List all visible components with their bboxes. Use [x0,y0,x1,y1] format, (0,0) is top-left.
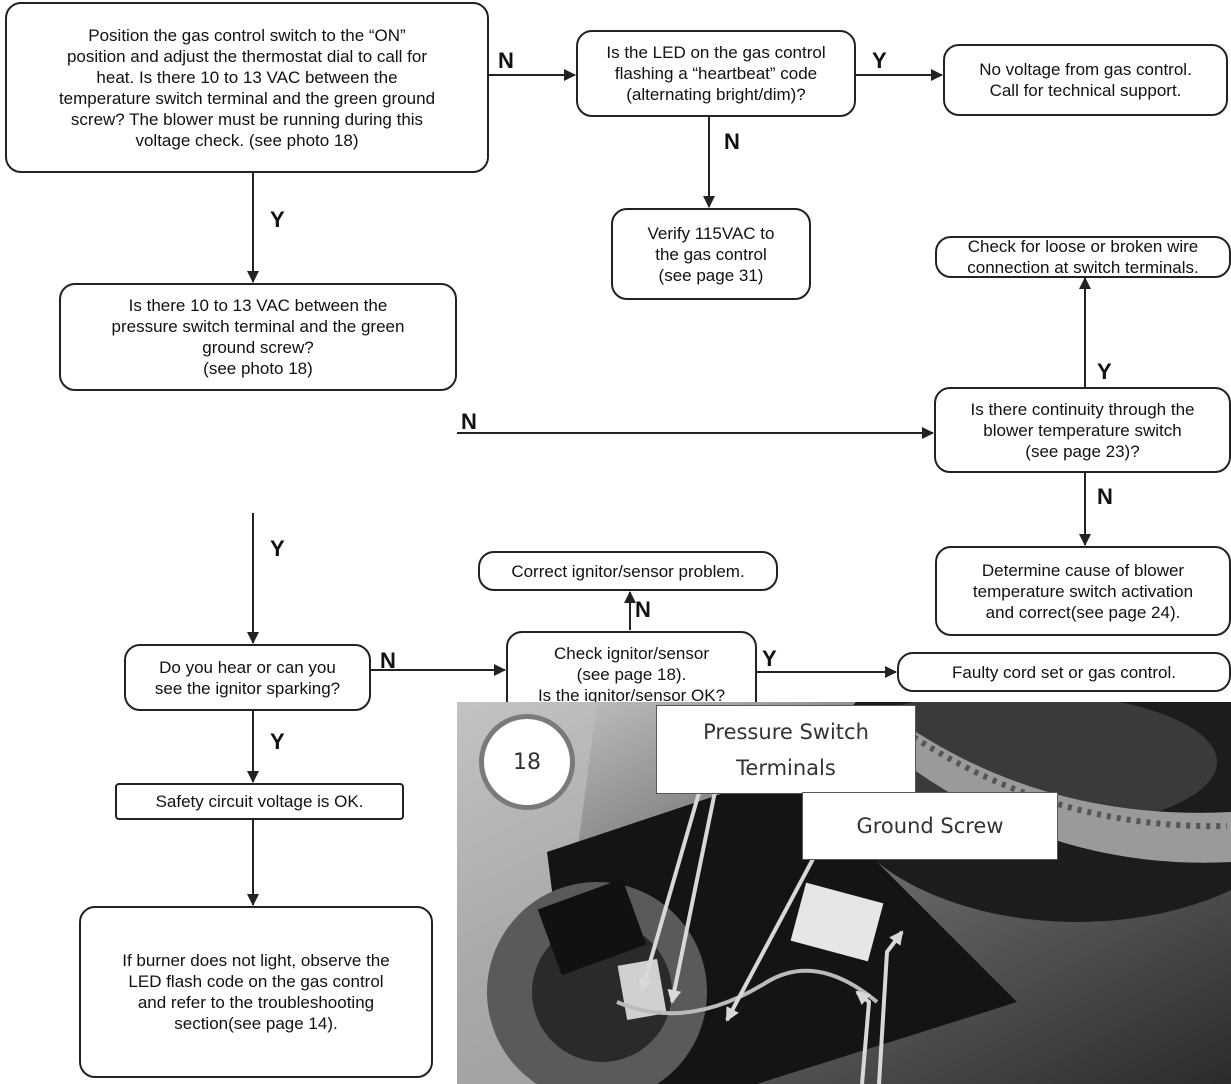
node-burner: If burner does not light, observe the LE… [79,906,433,1078]
label-continuity-to-determine: N [1097,484,1113,509]
label-led-to-verify: N [724,129,740,154]
photo-number-badge: 18 [479,714,575,810]
label-pressure-to-spark: Y [270,536,285,561]
node-verify-115vac-text: Verify 115VAC to the gas control (see pa… [647,223,775,285]
node-pressure-switch-text: Is there 10 to 13 VAC between the pressu… [111,296,405,378]
node-loose-wire-text: Check for loose or broken wire connectio… [967,237,1199,277]
node-determine-cause-text: Determine cause of blower temperature sw… [972,560,1194,622]
node-correct-ignitor-text: Correct ignitor/sensor problem. [511,561,745,581]
node-continuity-text: Is there continuity through the blower t… [970,399,1195,461]
label-check-to-faulty: Y [762,646,777,671]
label-start-to-led: N [498,48,514,73]
node-correct-ignitor: Correct ignitor/sensor problem. [478,551,778,591]
label-check-to-correct: N [635,597,651,622]
node-no-voltage: No voltage from gas control. Call for te… [943,44,1228,116]
node-loose-wire: Check for loose or broken wire connectio… [935,236,1231,278]
label-spark-to-check: N [380,648,396,673]
callout-pressure-switch-terminals-text: Pressure Switch Terminals [703,719,869,780]
node-pressure-switch: Is there 10 to 13 VAC between the pressu… [59,283,457,391]
node-led-text: Is the LED on the gas control flashing a… [606,43,826,104]
label-pressure-to-continuity: N [461,409,477,434]
node-start: Position the gas control switch to the “… [5,2,489,173]
label-continuity-to-loose: Y [1097,359,1112,384]
node-check-ignitor-text: Check ignitor/sensor (see page 18). Is t… [537,643,726,705]
node-safety-ok-text: Safety circuit voltage is OK. [155,792,364,811]
node-faulty-cord-text: Faulty cord set or gas control. [952,662,1176,682]
node-start-text: Position the gas control switch to the “… [58,25,436,150]
callout-ground-screw-text: Ground Screw [856,814,1004,838]
node-spark-text: Do you hear or can you see the ignitor s… [154,657,341,698]
node-verify-115vac: Verify 115VAC to the gas control (see pa… [611,208,811,300]
node-spark: Do you hear or can you see the ignitor s… [124,644,371,711]
node-safety-ok: Safety circuit voltage is OK. [115,783,404,820]
node-continuity: Is there continuity through the blower t… [934,387,1231,473]
node-faulty-cord: Faulty cord set or gas control. [897,652,1231,692]
node-led: Is the LED on the gas control flashing a… [576,30,856,117]
callout-ground-screw: Ground Screw [802,792,1058,860]
photo-18: 18 Pressure Switch Terminals Ground Scre… [457,702,1231,1084]
label-start-to-pressure: Y [270,207,285,232]
node-burner-text: If burner does not light, observe the LE… [122,951,390,1033]
node-no-voltage-text: No voltage from gas control. Call for te… [979,60,1192,100]
label-led-to-novoltage: Y [872,48,887,73]
label-spark-to-safety: Y [270,729,285,754]
node-determine-cause: Determine cause of blower temperature sw… [935,546,1231,636]
callout-pressure-switch-terminals: Pressure Switch Terminals [656,705,916,794]
